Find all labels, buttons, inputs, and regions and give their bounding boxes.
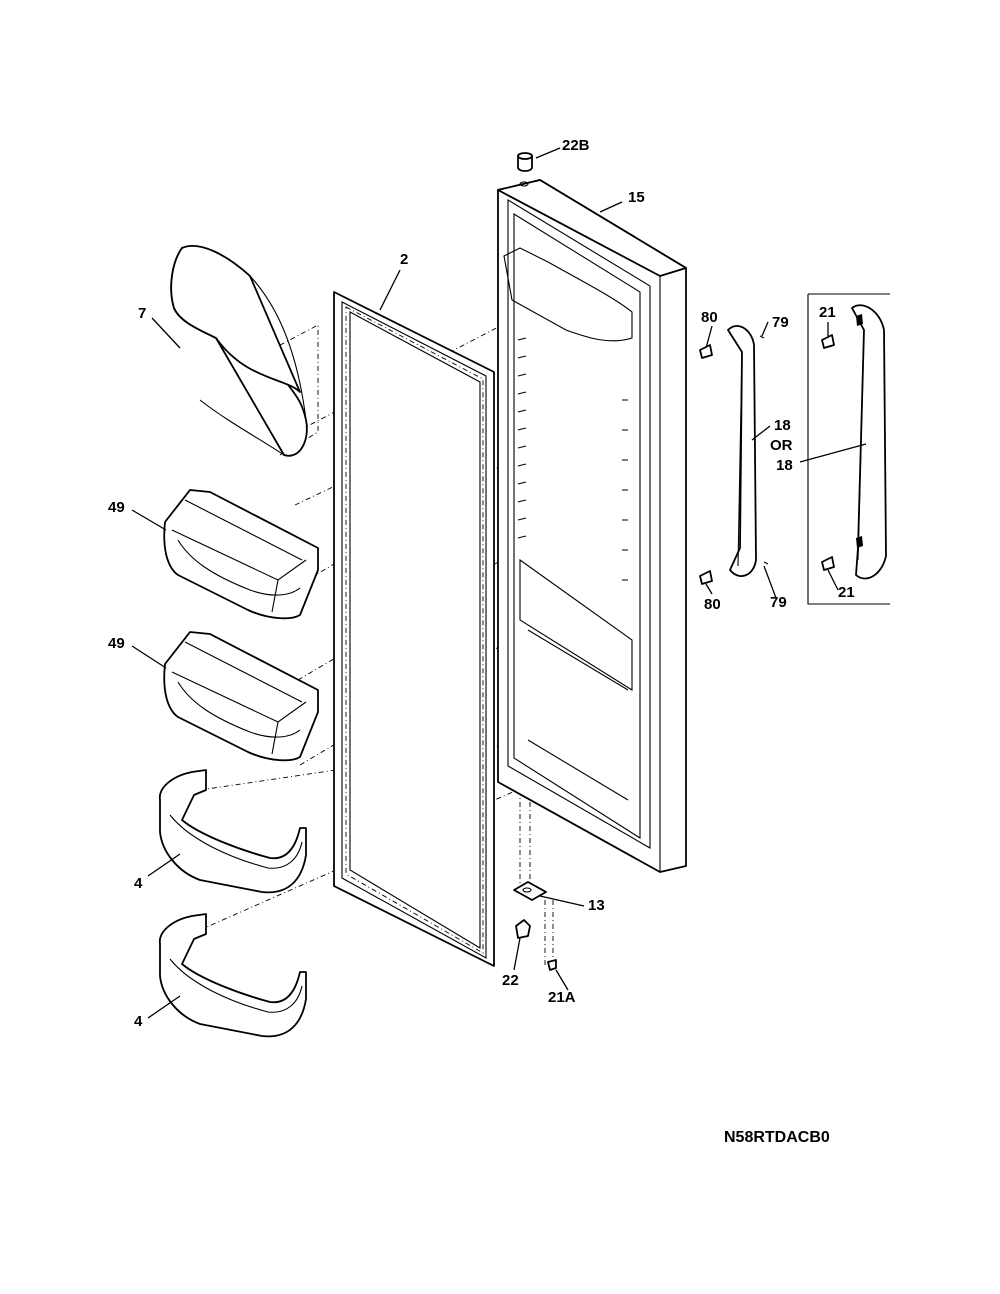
part-15-door-assembly	[497, 179, 687, 873]
callout-4-bottom: 4	[134, 1013, 143, 1030]
callout-79-top: 79	[772, 314, 789, 331]
part-2-door-gasket	[333, 291, 495, 967]
callout-18-b: 18	[776, 457, 793, 474]
part-22-hinge-bushing	[515, 919, 531, 939]
callout-13: 13	[588, 897, 605, 914]
part-4-shelf-upper	[159, 769, 307, 894]
callout-22: 22	[502, 972, 519, 989]
callout-49-top: 49	[108, 499, 125, 516]
model-number: N58RTDACB0	[724, 1129, 830, 1146]
callout-22b: 22B	[562, 137, 590, 154]
part-79-clip-marks	[759, 335, 769, 565]
leader-lines	[131, 147, 867, 1019]
callout-labels: 22B 15 2 7 80 79 21 18 OR 18 49 49 80 79…	[108, 137, 855, 1030]
part-49-bin-lower	[163, 631, 319, 762]
part-4-shelf-lower	[159, 913, 307, 1038]
callout-18-a: 18	[774, 417, 791, 434]
callout-49-bottom: 49	[108, 635, 125, 652]
callout-21-bottom: 21	[838, 584, 855, 601]
callout-or: OR	[770, 437, 793, 454]
shelf-rail-notches	[517, 337, 628, 581]
callout-80-top: 80	[701, 309, 718, 326]
part-13-bottom-hinge	[513, 881, 547, 901]
part-18-handle	[727, 325, 757, 577]
part-18-alternate-handle	[851, 304, 887, 580]
alternate-handle-box	[807, 293, 890, 605]
part-22b-hinge-bushing	[517, 152, 533, 187]
callout-21a: 21A	[548, 989, 576, 1006]
part-7-cylinder-bin	[170, 245, 308, 457]
callout-79-bottom: 79	[770, 594, 787, 611]
part-21a-screw	[547, 959, 557, 971]
callout-80-bottom: 80	[704, 596, 721, 613]
part-80-screw-bottom	[699, 570, 713, 585]
callout-2: 2	[400, 251, 408, 268]
callout-4-top: 4	[134, 875, 143, 892]
callout-21-top: 21	[819, 304, 836, 321]
part-49-bin-upper	[163, 489, 319, 620]
callout-7: 7	[138, 305, 146, 322]
callout-15: 15	[628, 189, 645, 206]
